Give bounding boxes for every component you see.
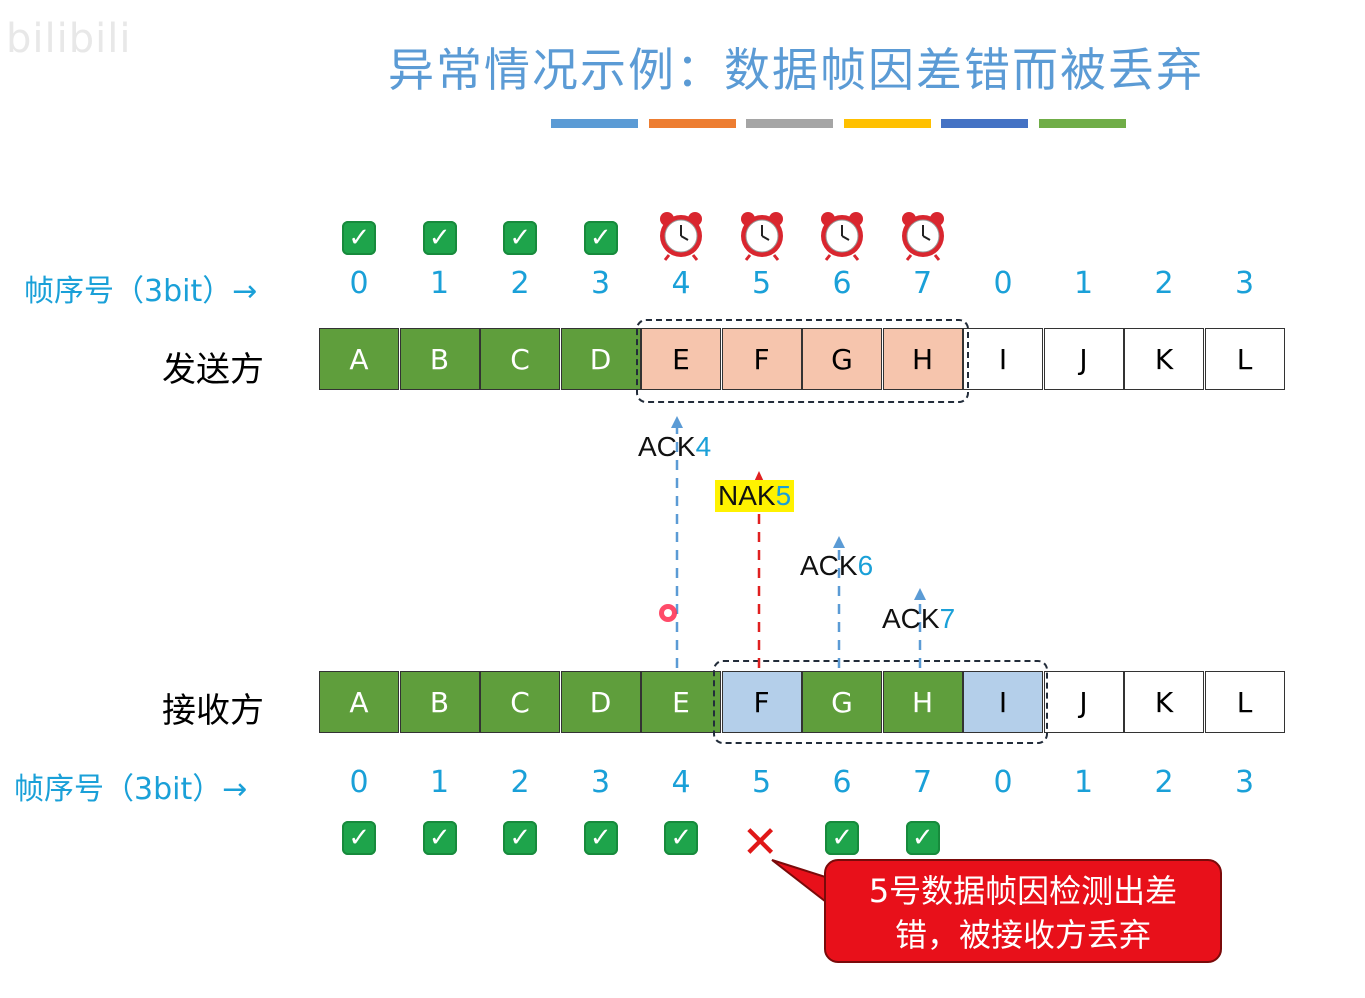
- frame-c: C: [480, 671, 560, 733]
- ack6-arrowhead: [833, 536, 845, 548]
- frame-i: I: [963, 671, 1043, 733]
- seq-number: 4: [671, 266, 691, 301]
- seq-number: 7: [912, 765, 933, 800]
- title-bar-1: [648, 119, 736, 128]
- sender-seq-label: 帧序号（3bit）→: [24, 274, 258, 309]
- seq-number: 1: [1073, 266, 1094, 301]
- seq-number: 1: [1073, 765, 1094, 800]
- check-icon: ✓: [342, 221, 377, 255]
- check-icon: ✓: [583, 221, 618, 255]
- seq-number: 0: [349, 266, 369, 301]
- alarm-clock-icon: [896, 207, 950, 265]
- title-bar-5: [1038, 119, 1126, 128]
- frame-c: C: [480, 328, 560, 390]
- bilibili-watermark: bilibili: [6, 16, 132, 62]
- seq-number: 0: [349, 765, 369, 800]
- title-bar-2: [746, 119, 833, 128]
- slide-title: 异常情况示例：数据帧因差错而被丢弃: [388, 43, 1204, 97]
- seq-number: 1: [429, 266, 450, 301]
- frame-g: G: [802, 328, 882, 390]
- frame-d: D: [560, 671, 641, 733]
- seq-number: 5: [751, 266, 772, 301]
- callout-line-2: 错，被接收方丢弃: [894, 916, 1151, 954]
- seq-number: 6: [832, 266, 852, 301]
- frame-j: J: [1043, 328, 1124, 390]
- alarm-clock-icon: [735, 207, 789, 265]
- frame-h: H: [882, 671, 963, 733]
- frame-f: F: [721, 328, 802, 390]
- seq-number: 3: [590, 266, 611, 301]
- seq-number: 2: [510, 266, 530, 301]
- ack6-label: ACK6: [800, 550, 874, 581]
- seq-number: 5: [751, 765, 772, 800]
- seq-number: 2: [510, 765, 530, 800]
- ack4-arrowhead: [671, 416, 683, 428]
- sender-window: [636, 319, 969, 403]
- ack4-label: ACK4: [638, 431, 712, 462]
- alarm-clock-icon: [654, 207, 708, 265]
- frame-k: K: [1124, 328, 1204, 390]
- check-icon: ✓: [664, 821, 699, 855]
- title-bar-4: [941, 119, 1028, 128]
- seq-number: 7: [912, 266, 933, 301]
- seq-number: 0: [993, 266, 1013, 301]
- check-icon: ✓: [422, 221, 457, 255]
- check-icon: ✓: [422, 821, 457, 855]
- frame-h: H: [882, 328, 963, 390]
- title-bar-3: [843, 119, 931, 128]
- seq-number: 6: [832, 765, 852, 800]
- callout-line-1: 5号数据帧因检测出差: [868, 872, 1178, 910]
- frame-a: A: [319, 671, 399, 733]
- frame-j: J: [1043, 671, 1124, 733]
- frame-f: F: [721, 671, 802, 733]
- ack7-arrowhead: [914, 588, 926, 600]
- check-icon: ✓: [342, 821, 377, 855]
- receiver-window: [713, 660, 1048, 744]
- frame-k: K: [1124, 671, 1204, 733]
- frame-e: E: [641, 671, 721, 733]
- seq-number: 4: [671, 765, 691, 800]
- frame-e: E: [641, 328, 721, 390]
- nak5-label: NAK5: [715, 480, 795, 512]
- frame-l: L: [1204, 328, 1285, 390]
- check-icon: ✓: [825, 821, 860, 855]
- receiver-label: 接收方: [162, 691, 264, 731]
- seq-number: 3: [1234, 765, 1255, 800]
- ack7-label: ACK7: [882, 603, 956, 634]
- seq-number: 3: [590, 765, 611, 800]
- frame-g: G: [802, 671, 882, 733]
- frame-l: L: [1204, 671, 1285, 733]
- title-bar-0: [551, 119, 638, 128]
- alarm-clock-icon: [815, 207, 869, 265]
- error-callout: 5号数据帧因检测出差 错，被接收方丢弃: [824, 859, 1222, 963]
- check-icon: ✓: [503, 221, 538, 255]
- seq-number: 2: [1154, 765, 1174, 800]
- frame-a: A: [319, 328, 399, 390]
- seq-number: 0: [993, 765, 1013, 800]
- seq-number: 2: [1154, 266, 1174, 301]
- check-icon: ✓: [583, 821, 618, 855]
- frame-b: B: [399, 328, 480, 390]
- frame-i: I: [963, 328, 1043, 390]
- frame-d: D: [560, 328, 641, 390]
- sender-label: 发送方: [162, 350, 264, 390]
- seq-number: 3: [1234, 266, 1255, 301]
- check-icon: ✓: [905, 821, 940, 855]
- receiver-seq-label: 帧序号（3bit）→: [14, 772, 248, 807]
- laser-pointer-center: [664, 609, 672, 617]
- frame-b: B: [399, 671, 480, 733]
- seq-number: 1: [429, 765, 450, 800]
- check-icon: ✓: [503, 821, 538, 855]
